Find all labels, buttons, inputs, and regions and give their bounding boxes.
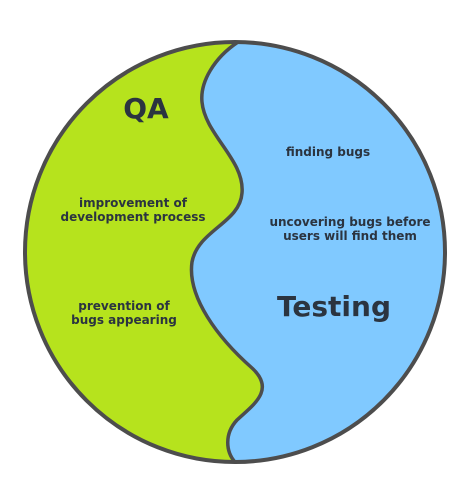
testing-region — [191, 42, 445, 462]
qa-item-improvement-text: improvement of development process — [60, 196, 206, 225]
qa-item-improvement: improvement of development process — [48, 196, 218, 225]
testing-item-uncovering-bugs-text: uncovering bugs before users will find t… — [269, 215, 431, 244]
testing-item-uncovering-bugs: uncovering bugs before users will find t… — [250, 215, 450, 244]
qa-item-prevention: prevention of bugs appearing — [52, 299, 196, 328]
testing-item-finding-bugs-text: finding bugs — [285, 145, 371, 159]
testing-title: Testing — [277, 290, 391, 323]
testing-item-finding-bugs: finding bugs — [270, 145, 386, 159]
divider-curve — [189, 40, 265, 464]
qa-title: QA — [123, 92, 169, 125]
qa-item-prevention-text: prevention of bugs appearing — [71, 299, 177, 328]
outer-circle — [23, 40, 447, 464]
